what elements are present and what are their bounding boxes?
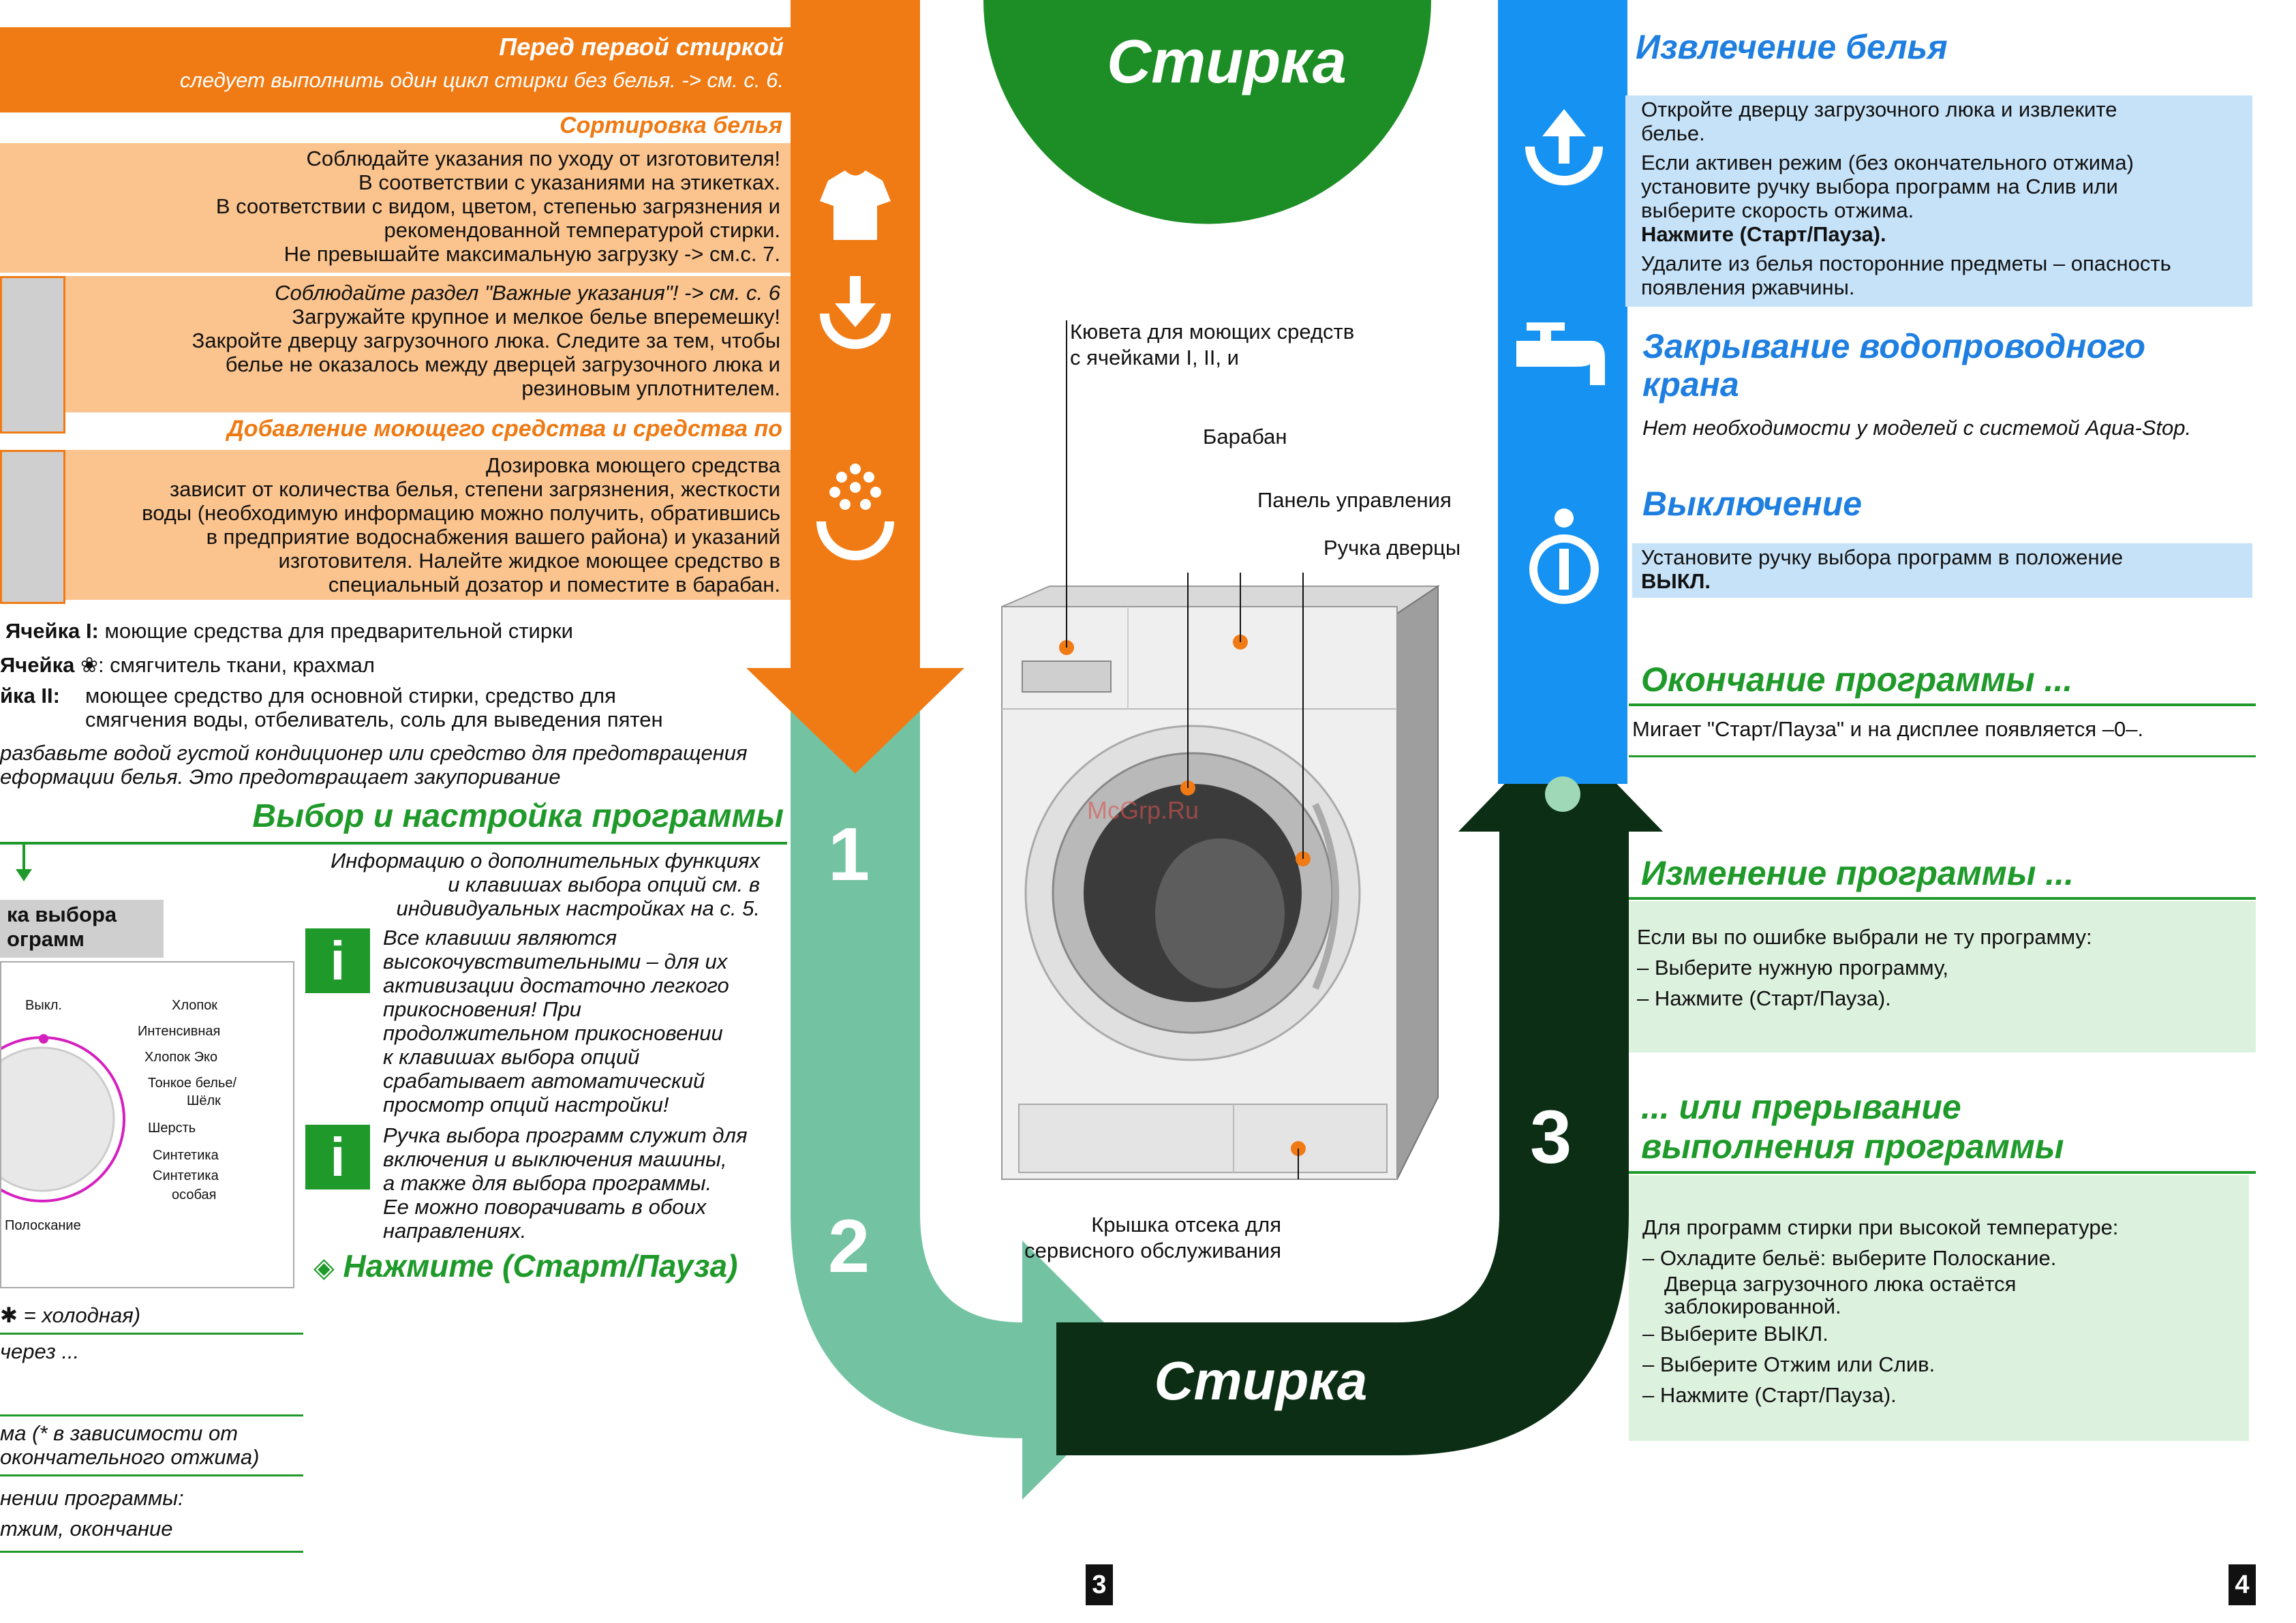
detergent-icon (816, 464, 894, 560)
program-info: Информацию о дополнительных функциях и к… (331, 849, 760, 920)
power-off-text: Установите ручку выбора программ в полож… (1641, 545, 2124, 593)
callout-door-handle: Ручка дверцы (1323, 536, 1461, 560)
info-text-1: Все клавиши являются высокочувствительны… (383, 926, 729, 1117)
press-start-heading: ◈ Нажмите (Старт/Пауза) (313, 1248, 738, 1284)
orange-arrow-head (746, 668, 964, 774)
bottom-title: Стирка (1154, 1350, 1368, 1411)
snowflake-icon: ✱ (0, 1303, 18, 1327)
callout-drum: Барабан (1203, 425, 1287, 449)
info-text-2: Ручка выбора программ служит для включен… (383, 1123, 748, 1243)
temp-note: ✱ = холодная) (0, 1303, 141, 1327)
step-3-number: 3 (1530, 1095, 1572, 1179)
sorting-text: Соблюдайте указания по уходу от изготови… (215, 147, 780, 266)
step-2-number: 2 (828, 1204, 870, 1288)
cell-3-row: йка II: (0, 684, 60, 708)
change-program-box (1629, 901, 2256, 1052)
program-title: Выбор и настройка программы (252, 798, 784, 834)
sorting-title: Сортировка белья (560, 112, 782, 138)
change-program-title: Изменение программы ... (1641, 854, 2074, 892)
water-tap-icon (1516, 322, 1605, 385)
callout-detergent-drawer: Кювета для моющих средств с ячейками I, … (1070, 320, 1355, 369)
washing-machine-illustration (1001, 573, 1441, 1180)
detergent-text: Дозировка моющего средства зависит от ко… (142, 453, 780, 596)
selector-label: ка выбора ограмм (0, 900, 164, 958)
callout-service-cover: Крышка отсека для сервисного обслуживани… (1024, 1213, 1281, 1262)
program-dial[interactable] (1, 1046, 115, 1192)
start-pause-icon: ◈ (313, 1253, 335, 1283)
mint-band (791, 695, 1022, 1438)
detergent-illustration (0, 450, 65, 604)
dilute-text: разбавьте водой густой кондиционер или с… (0, 741, 748, 789)
shirt-icon (820, 170, 891, 240)
before-first-wash-banner (0, 27, 791, 112)
callout-control-panel: Панель управления (1257, 488, 1452, 512)
program-end-title: Окончание программы ... (1641, 661, 2073, 699)
loading-text: Соблюдайте раздел "Важные указания"! -> … (192, 281, 780, 400)
power-off-title: Выключение (1642, 485, 1863, 523)
detergent-box (0, 450, 791, 600)
abort-program-box (1629, 1175, 2249, 1441)
tap-text: Нет необходимости у моделей с системой A… (1642, 416, 2192, 440)
cell-3-text: моющее средство для основной стирки, сре… (85, 684, 663, 731)
page-number-left: 3 (1086, 1564, 1113, 1605)
power-off-box (1632, 543, 2252, 598)
remove-laundry-text: Откройте дверцу загрузочного люка и извл… (1641, 97, 2171, 299)
tap-title: Закрывание водопроводного крана (1642, 327, 2146, 404)
cell-1-row: Ячейка I: моющие средства для предварите… (5, 619, 573, 643)
abort-program-title: ... или прерывание выполнения программы (1641, 1088, 2064, 1166)
change-program-text: Если вы по ошибке выбрали не ту программ… (1637, 925, 2092, 1010)
unload-up-icon (1525, 109, 1603, 185)
detergent-title: Добавление моющего средства и средства п… (227, 416, 782, 442)
loading-illustration (0, 276, 65, 434)
spin-note: ма (* в зависимости от окончательного от… (0, 1421, 260, 1469)
top-green-circle (983, 0, 1431, 224)
info-icon: i (305, 928, 370, 993)
step-1-number: 1 (828, 813, 870, 896)
status-dot (1545, 776, 1580, 812)
remove-laundry-box (1625, 95, 2252, 307)
delay-note: через ... (0, 1339, 80, 1363)
program-title-underline (0, 842, 787, 845)
before-first-text: следует выполнить один цикл стирки без б… (179, 68, 784, 92)
watermark: McGrp.Ru (1087, 796, 1199, 824)
page-number-right: 4 (2229, 1564, 2256, 1605)
info-icon: i (305, 1125, 370, 1189)
top-title: Стирка (1107, 28, 1347, 96)
callout-line-detergent (1066, 320, 1067, 648)
cell-2-row: Ячейка ❀: смягчитель ткани, крахмал (0, 653, 375, 677)
sorting-box (0, 143, 791, 273)
abort-program-text: Для программ стирки при высокой температ… (1642, 1215, 2119, 1407)
remove-laundry-title: Извлечение белья (1636, 28, 1948, 66)
loading-box (0, 276, 791, 412)
flower-icon: ❀ (80, 653, 98, 677)
before-first-title: Перед первой стиркой (499, 33, 784, 61)
load-down-icon (820, 276, 891, 349)
selector-pointer (16, 842, 32, 881)
program-dial-panel: Выкл. Хлопок Интенсивная Хлопок Эко Тонк… (0, 961, 294, 1288)
program-end-text: Мигает "Старт/Пауза" и на дисплее появля… (1632, 717, 2144, 741)
info-off-icon (1529, 509, 1599, 604)
dark-green-band (1056, 832, 1629, 1455)
progress-note: нении программы: тжим, окончание (0, 1486, 184, 1541)
